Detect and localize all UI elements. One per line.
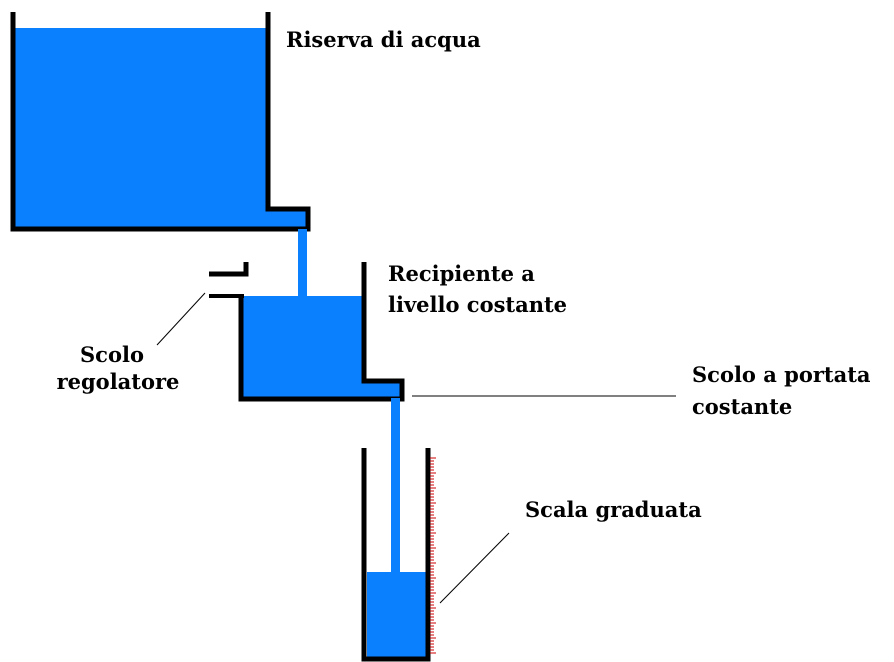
label-overflow-2: regolatore [57, 369, 180, 394]
reservoir-walls [10, 12, 311, 232]
graduated-scale [430, 457, 436, 654]
label-constant-flow-1: Scolo a portata [692, 362, 871, 387]
cylinder-walls [361, 448, 431, 662]
label-scale: Scala graduata [525, 497, 702, 522]
leader-scale [439, 532, 510, 604]
reservoir-outlet-water [266, 211, 308, 229]
cylinder-water [367, 572, 427, 658]
reservoir-water [15, 28, 266, 227]
leader-overflow [156, 292, 206, 346]
label-reservoir: Riserva di acqua [286, 27, 481, 52]
label-constant-flow-2: costante [692, 394, 792, 419]
overflow-spout [209, 262, 249, 277]
label-overflow-1: Scolo [80, 342, 144, 367]
label-constant-level-1: Recipiente a [388, 261, 535, 286]
constant-flow-outlet-water [365, 383, 400, 398]
stream-lower [391, 398, 400, 573]
constant-level-walls [238, 262, 405, 402]
constant-level-water [243, 296, 365, 398]
label-constant-level-2: livello costante [388, 292, 567, 317]
stream-upper [298, 229, 307, 297]
